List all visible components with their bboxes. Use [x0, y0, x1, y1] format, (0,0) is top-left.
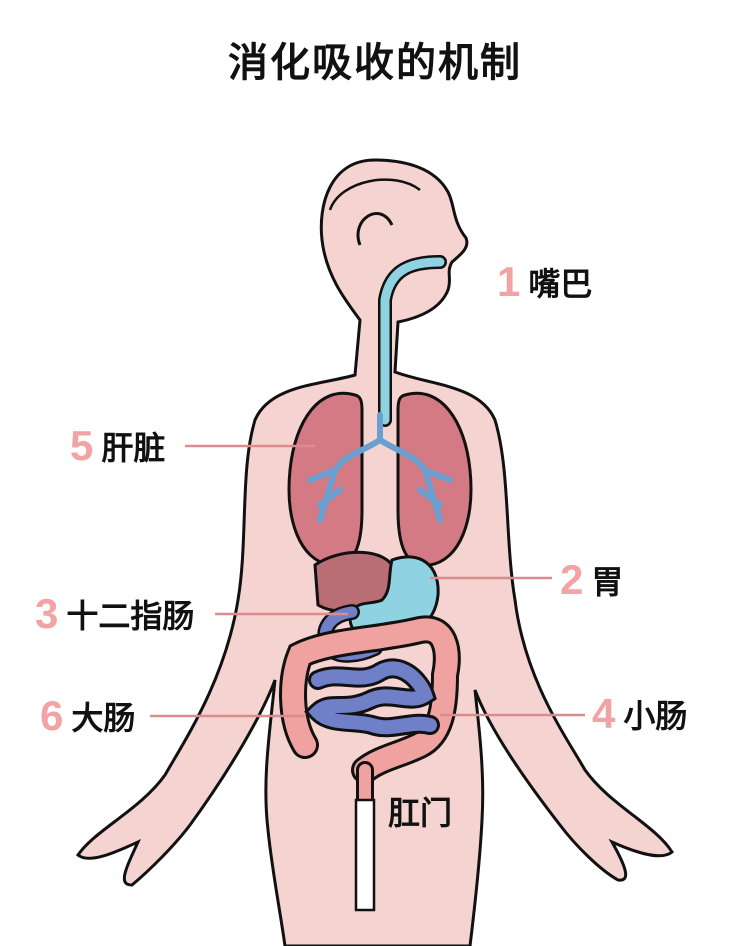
small-intestine-fill: [308, 661, 437, 735]
label-large-intestine: 6 大肠: [40, 692, 135, 740]
label-duodenum: 3 十二指肠: [35, 590, 194, 638]
label-text: 肛门: [388, 794, 453, 832]
label-anus: 肛门: [388, 788, 452, 834]
label-text: 嘴巴: [528, 265, 593, 303]
esophagus-fill: [380, 257, 445, 425]
page-title: 消化吸收的机制: [228, 40, 522, 86]
anal-canal: [354, 798, 376, 912]
label-number: 1: [497, 258, 521, 305]
label-number: 6: [40, 692, 64, 739]
head-line: [328, 178, 421, 211]
large-intestine-fill: [282, 618, 458, 781]
label-number: 5: [70, 422, 94, 469]
label-liver: 5 肝脏: [70, 422, 165, 470]
label-text: 肝脏: [101, 429, 166, 467]
label-text: 小肠: [623, 697, 688, 735]
label-number: 2: [560, 556, 584, 603]
label-text: 十二指肠: [66, 597, 195, 635]
label-small-intestine: 4 小肠: [592, 690, 687, 738]
label-number: 4: [592, 690, 616, 737]
label-text: 胃: [591, 563, 624, 601]
label-mouth: 1 嘴巴: [497, 258, 592, 306]
label-text: 大肠: [71, 699, 136, 737]
right-lung: [396, 391, 473, 567]
label-stomach: 2 胃: [560, 556, 623, 604]
ear-outline: [356, 212, 394, 246]
bronchi: [307, 412, 453, 523]
leader-lines: [150, 444, 585, 718]
label-number: 3: [35, 590, 59, 637]
